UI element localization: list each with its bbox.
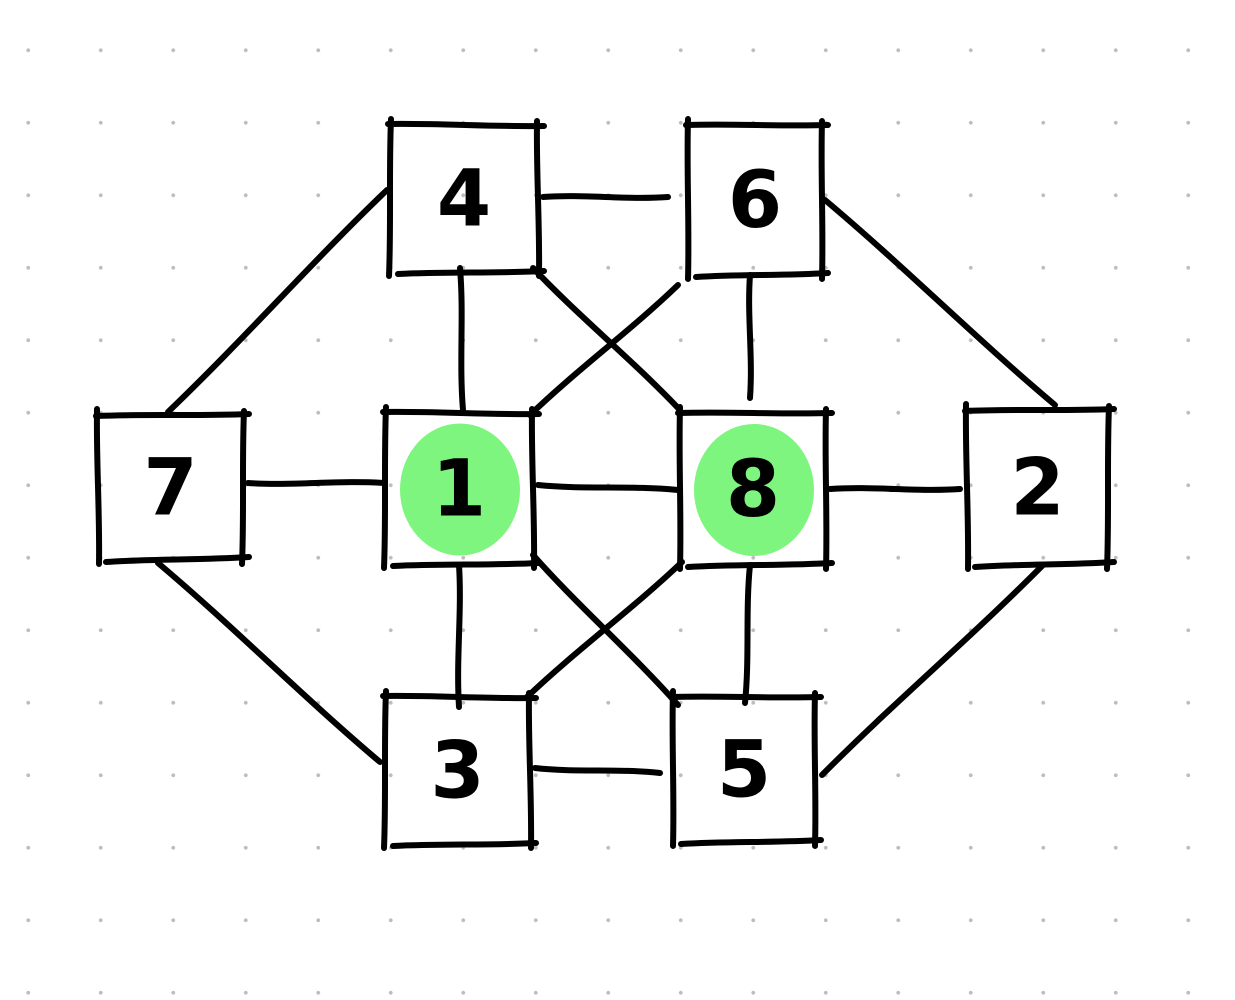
node-8: 8: [675, 404, 835, 572]
node-6: 6: [683, 116, 831, 282]
node-7-border-top: [93, 411, 252, 419]
node-3-border-top: [380, 692, 539, 702]
node-8-highlight: [694, 424, 814, 556]
node-4-border-right: [533, 118, 543, 279]
node-7-label: 7: [143, 444, 197, 534]
node-2-border-bottom: [972, 559, 1117, 570]
edge-7-3: [155, 560, 383, 765]
node-7-border-right: [239, 408, 247, 567]
node-5-border-right: [811, 690, 819, 849]
edge-7-1: [245, 479, 388, 487]
node-4-label: 4: [437, 155, 491, 245]
node-8-border-bottom: [685, 560, 835, 570]
node-8-border-right: [822, 406, 830, 572]
node-2-border-top: [962, 406, 1117, 414]
node-1-border-left: [381, 404, 389, 571]
node-1: 1: [380, 404, 542, 571]
nodes-layer: 4 6 7 1 8 2 3 5: [93, 116, 1117, 851]
node-5-border-bottom: [678, 837, 824, 847]
edges-layer: [155, 187, 1058, 778]
node-5: 5: [668, 688, 824, 849]
node-1-border-top: [380, 408, 542, 418]
node-6-border-left: [684, 116, 692, 282]
node-3-label: 3: [430, 727, 484, 817]
node-7-border-bottom: [103, 554, 252, 565]
node-7: 7: [93, 406, 252, 567]
node-6-label: 6: [728, 156, 782, 246]
node-3-border-right: [525, 690, 535, 851]
node-1-border-bottom: [390, 560, 542, 569]
edge-8-5: [742, 562, 753, 706]
node-6-border-bottom: [693, 270, 831, 280]
node-3-border-bottom: [390, 840, 539, 849]
node-5-border-top: [668, 693, 824, 701]
node-8-border-top: [675, 409, 835, 417]
node-8-border-left: [676, 404, 684, 572]
node-8-label: 8: [726, 445, 780, 535]
edge-6-1: [527, 282, 681, 418]
node-1-highlight: [400, 423, 520, 556]
node-7-border-left: [93, 406, 103, 567]
node-4-border-left: [386, 116, 394, 279]
edge-4-7: [165, 187, 390, 415]
node-4: 4: [385, 116, 547, 279]
node-3-border-left: [381, 688, 389, 851]
edge-4-6: [540, 193, 671, 201]
edge-8-2: [827, 485, 963, 493]
node-4-border-top: [385, 120, 547, 130]
node-1-label: 1: [432, 445, 486, 535]
node-2-border-left: [962, 401, 972, 572]
node-1-border-right: [528, 406, 538, 571]
node-5-label: 5: [717, 726, 771, 816]
node-2-label: 2: [1010, 444, 1064, 534]
node-3: 3: [380, 688, 539, 851]
edge-4-1: [457, 265, 466, 413]
node-5-border-left: [669, 688, 677, 849]
node-6-border-right: [818, 118, 826, 282]
node-6-border-top: [683, 121, 831, 129]
edge-6-2: [822, 197, 1058, 408]
edge-5-2: [819, 562, 1046, 778]
edge-3-5: [532, 765, 663, 776]
edge-4-8: [530, 265, 683, 413]
edge-1-8: [535, 482, 681, 493]
node-4-border-bottom: [395, 268, 547, 277]
node-2-border-right: [1104, 403, 1112, 572]
edge-8-3: [524, 559, 685, 700]
node-2: 2: [962, 401, 1117, 572]
edge-1-3: [455, 562, 463, 710]
edge-6-8: [746, 272, 754, 401]
